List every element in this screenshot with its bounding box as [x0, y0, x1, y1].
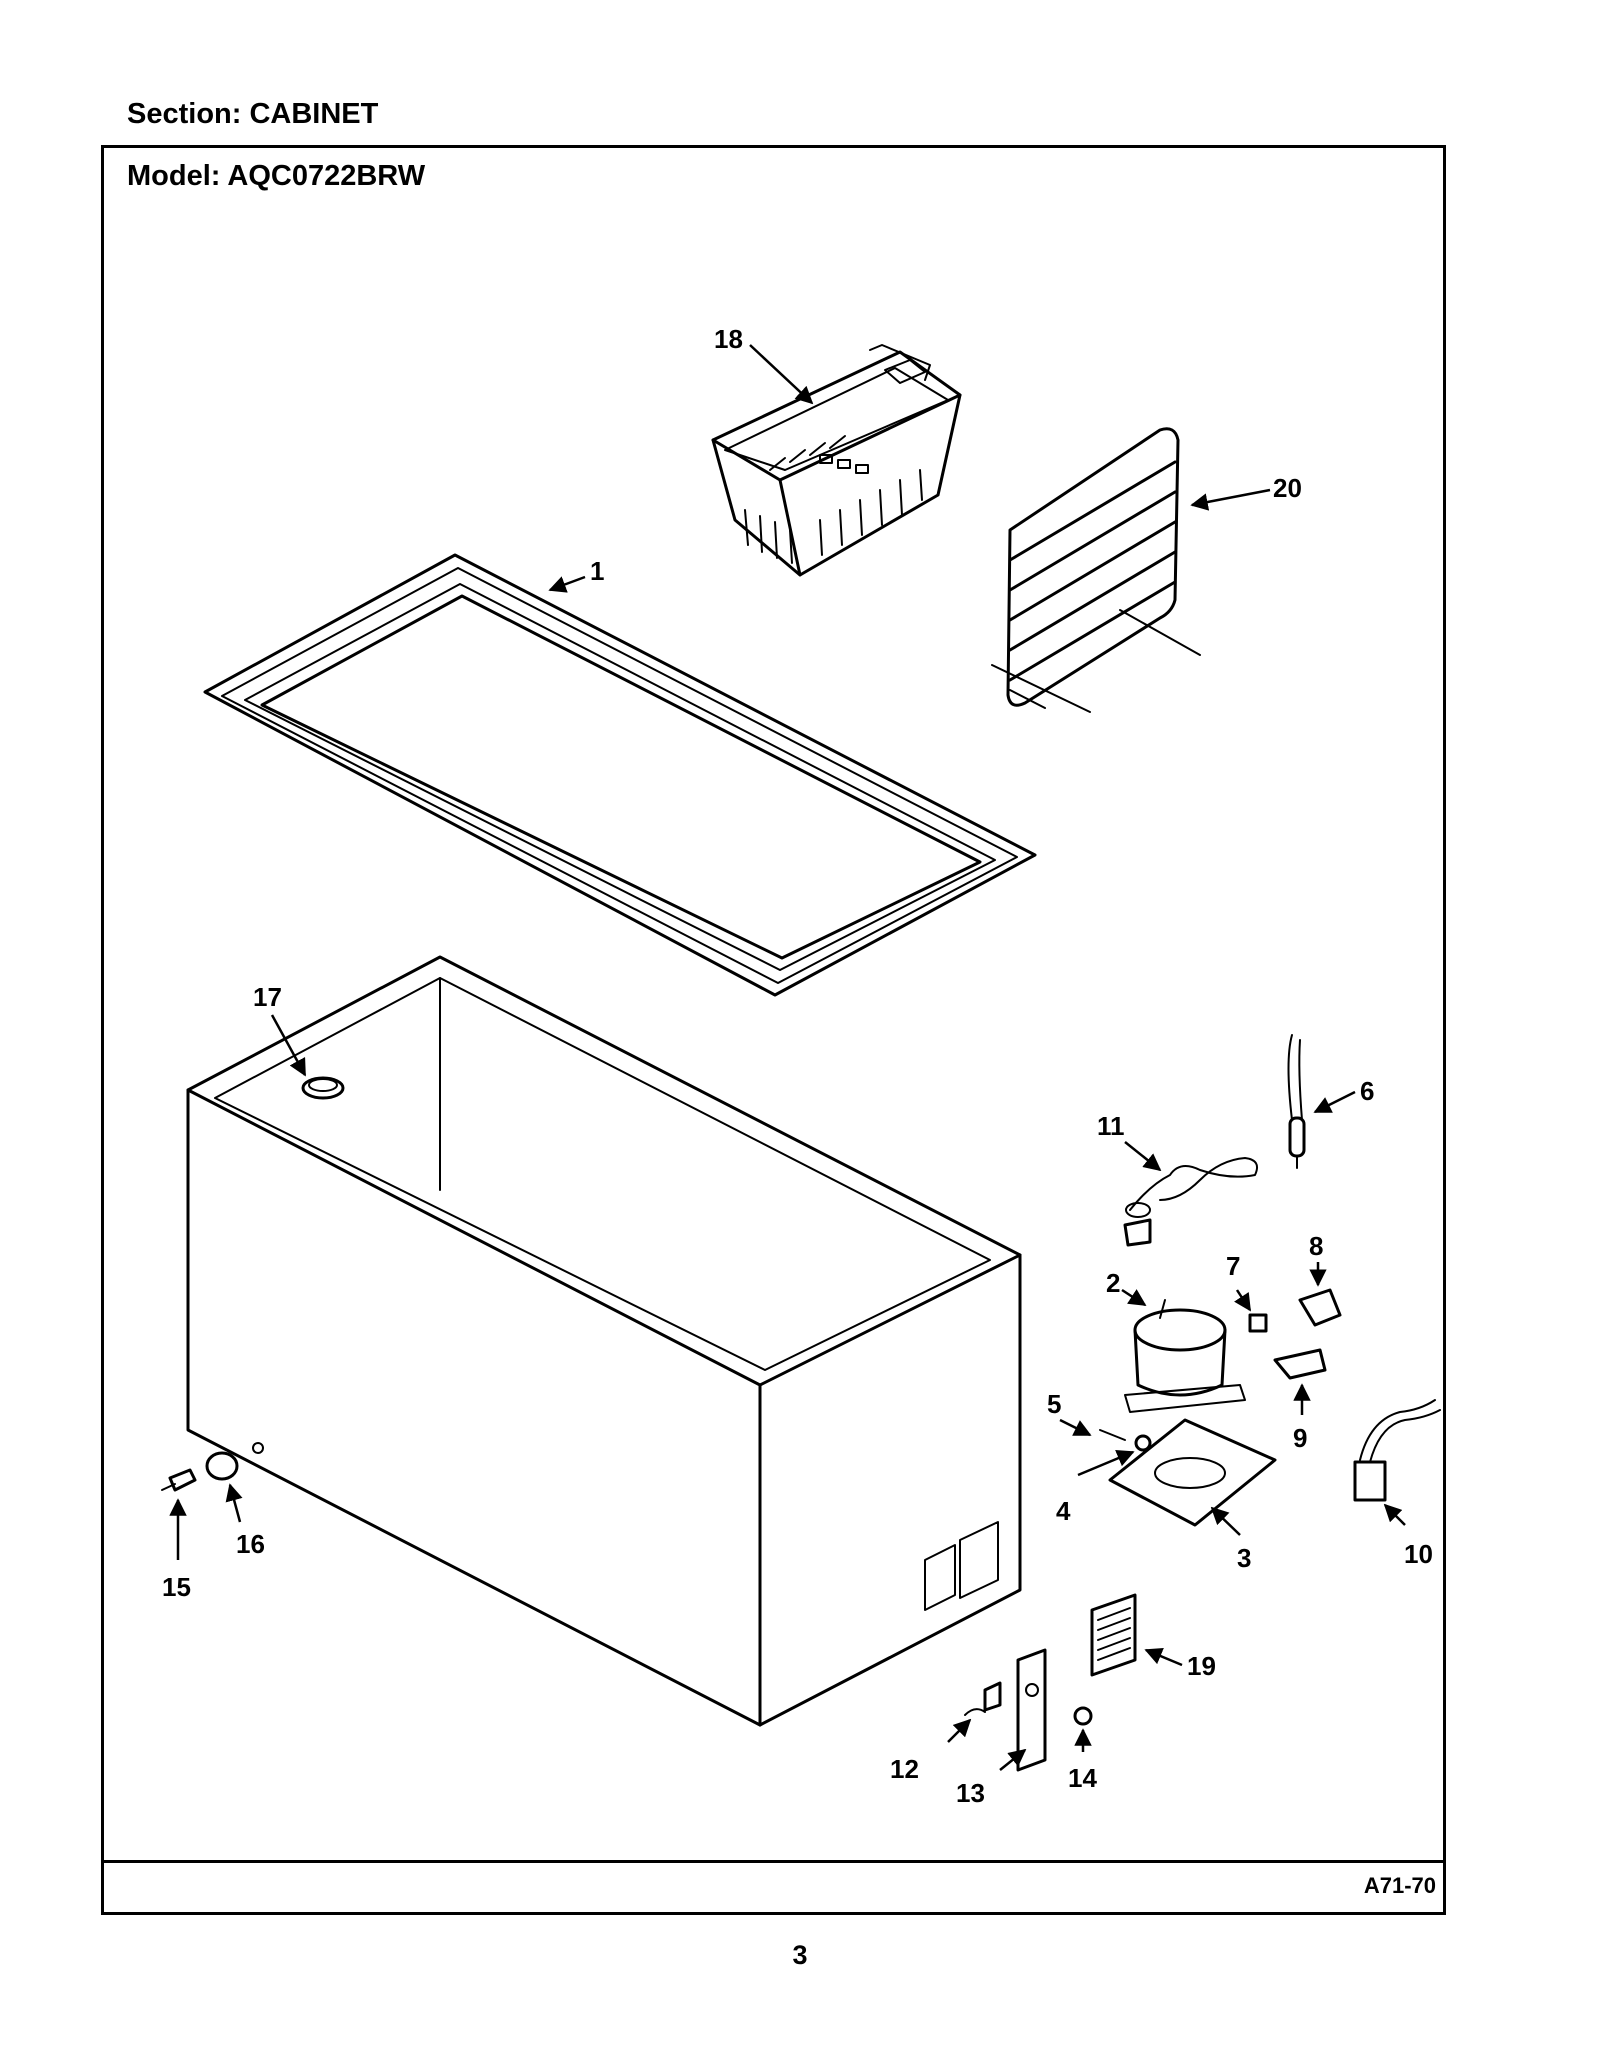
- callout-20: 20: [1273, 473, 1302, 503]
- callout-18: 18: [714, 324, 743, 354]
- callout-3: 3: [1237, 1543, 1251, 1573]
- reference-code: A71-70: [1363, 1873, 1436, 1898]
- callout-16: 16: [236, 1529, 265, 1559]
- thermostat-part: [964, 1681, 1002, 1716]
- callout-13: 13: [956, 1778, 985, 1808]
- compressor-part: [1124, 1299, 1246, 1413]
- cabinet-body: [186, 955, 1022, 1727]
- callout-6: 6: [1360, 1076, 1374, 1106]
- diagram-frame: [101, 145, 1446, 1915]
- page-number: 3: [792, 1940, 808, 1970]
- temperature-sensor-part: [1287, 1034, 1306, 1169]
- grille-part: [1090, 1593, 1137, 1677]
- callout-19: 19: [1187, 1651, 1216, 1681]
- relay-part: [1248, 1313, 1268, 1333]
- overload-part: [1298, 1288, 1342, 1327]
- footer-divider: [101, 1860, 1446, 1863]
- callout-2: 2: [1106, 1268, 1120, 1298]
- callout-12: 12: [890, 1754, 919, 1784]
- drain-plug-part: [161, 1468, 197, 1492]
- model-title: Model: AQC0722BRW: [127, 160, 426, 192]
- callout-labels: 18 20 1 17 6 11 7 8 2 5 4 9 3 10 19 12 1…: [162, 324, 1433, 1808]
- power-cord-part: [1123, 1157, 1258, 1247]
- clip-part: [1099, 1429, 1126, 1441]
- grommet-part: [1134, 1434, 1152, 1452]
- leader-arrows: [169, 344, 1406, 1771]
- callout-17: 17: [253, 982, 282, 1012]
- wiring-harness-part: [1353, 1399, 1441, 1502]
- knob-part: [1073, 1706, 1093, 1726]
- callout-5: 5: [1047, 1389, 1061, 1419]
- callout-10: 10: [1404, 1539, 1433, 1569]
- mounting-plate-part: [1108, 1418, 1277, 1527]
- drain-cap-part: [205, 1451, 239, 1481]
- callout-4: 4: [1056, 1496, 1071, 1526]
- section-title: Section: CABINET: [127, 98, 379, 130]
- control-plate-part: [1016, 1648, 1047, 1772]
- callout-7: 7: [1226, 1251, 1240, 1281]
- callout-9: 9: [1293, 1423, 1307, 1453]
- callout-1: 1: [590, 556, 604, 586]
- basket-part: [711, 344, 962, 577]
- callout-11: 11: [1097, 1111, 1125, 1141]
- lid-gasket-part: [203, 553, 1037, 997]
- callout-14: 14: [1068, 1763, 1097, 1793]
- wire-shelf-part: [991, 427, 1201, 713]
- callout-15: 15: [162, 1572, 191, 1602]
- callout-8: 8: [1309, 1231, 1323, 1261]
- terminal-cover-part: [1273, 1348, 1327, 1380]
